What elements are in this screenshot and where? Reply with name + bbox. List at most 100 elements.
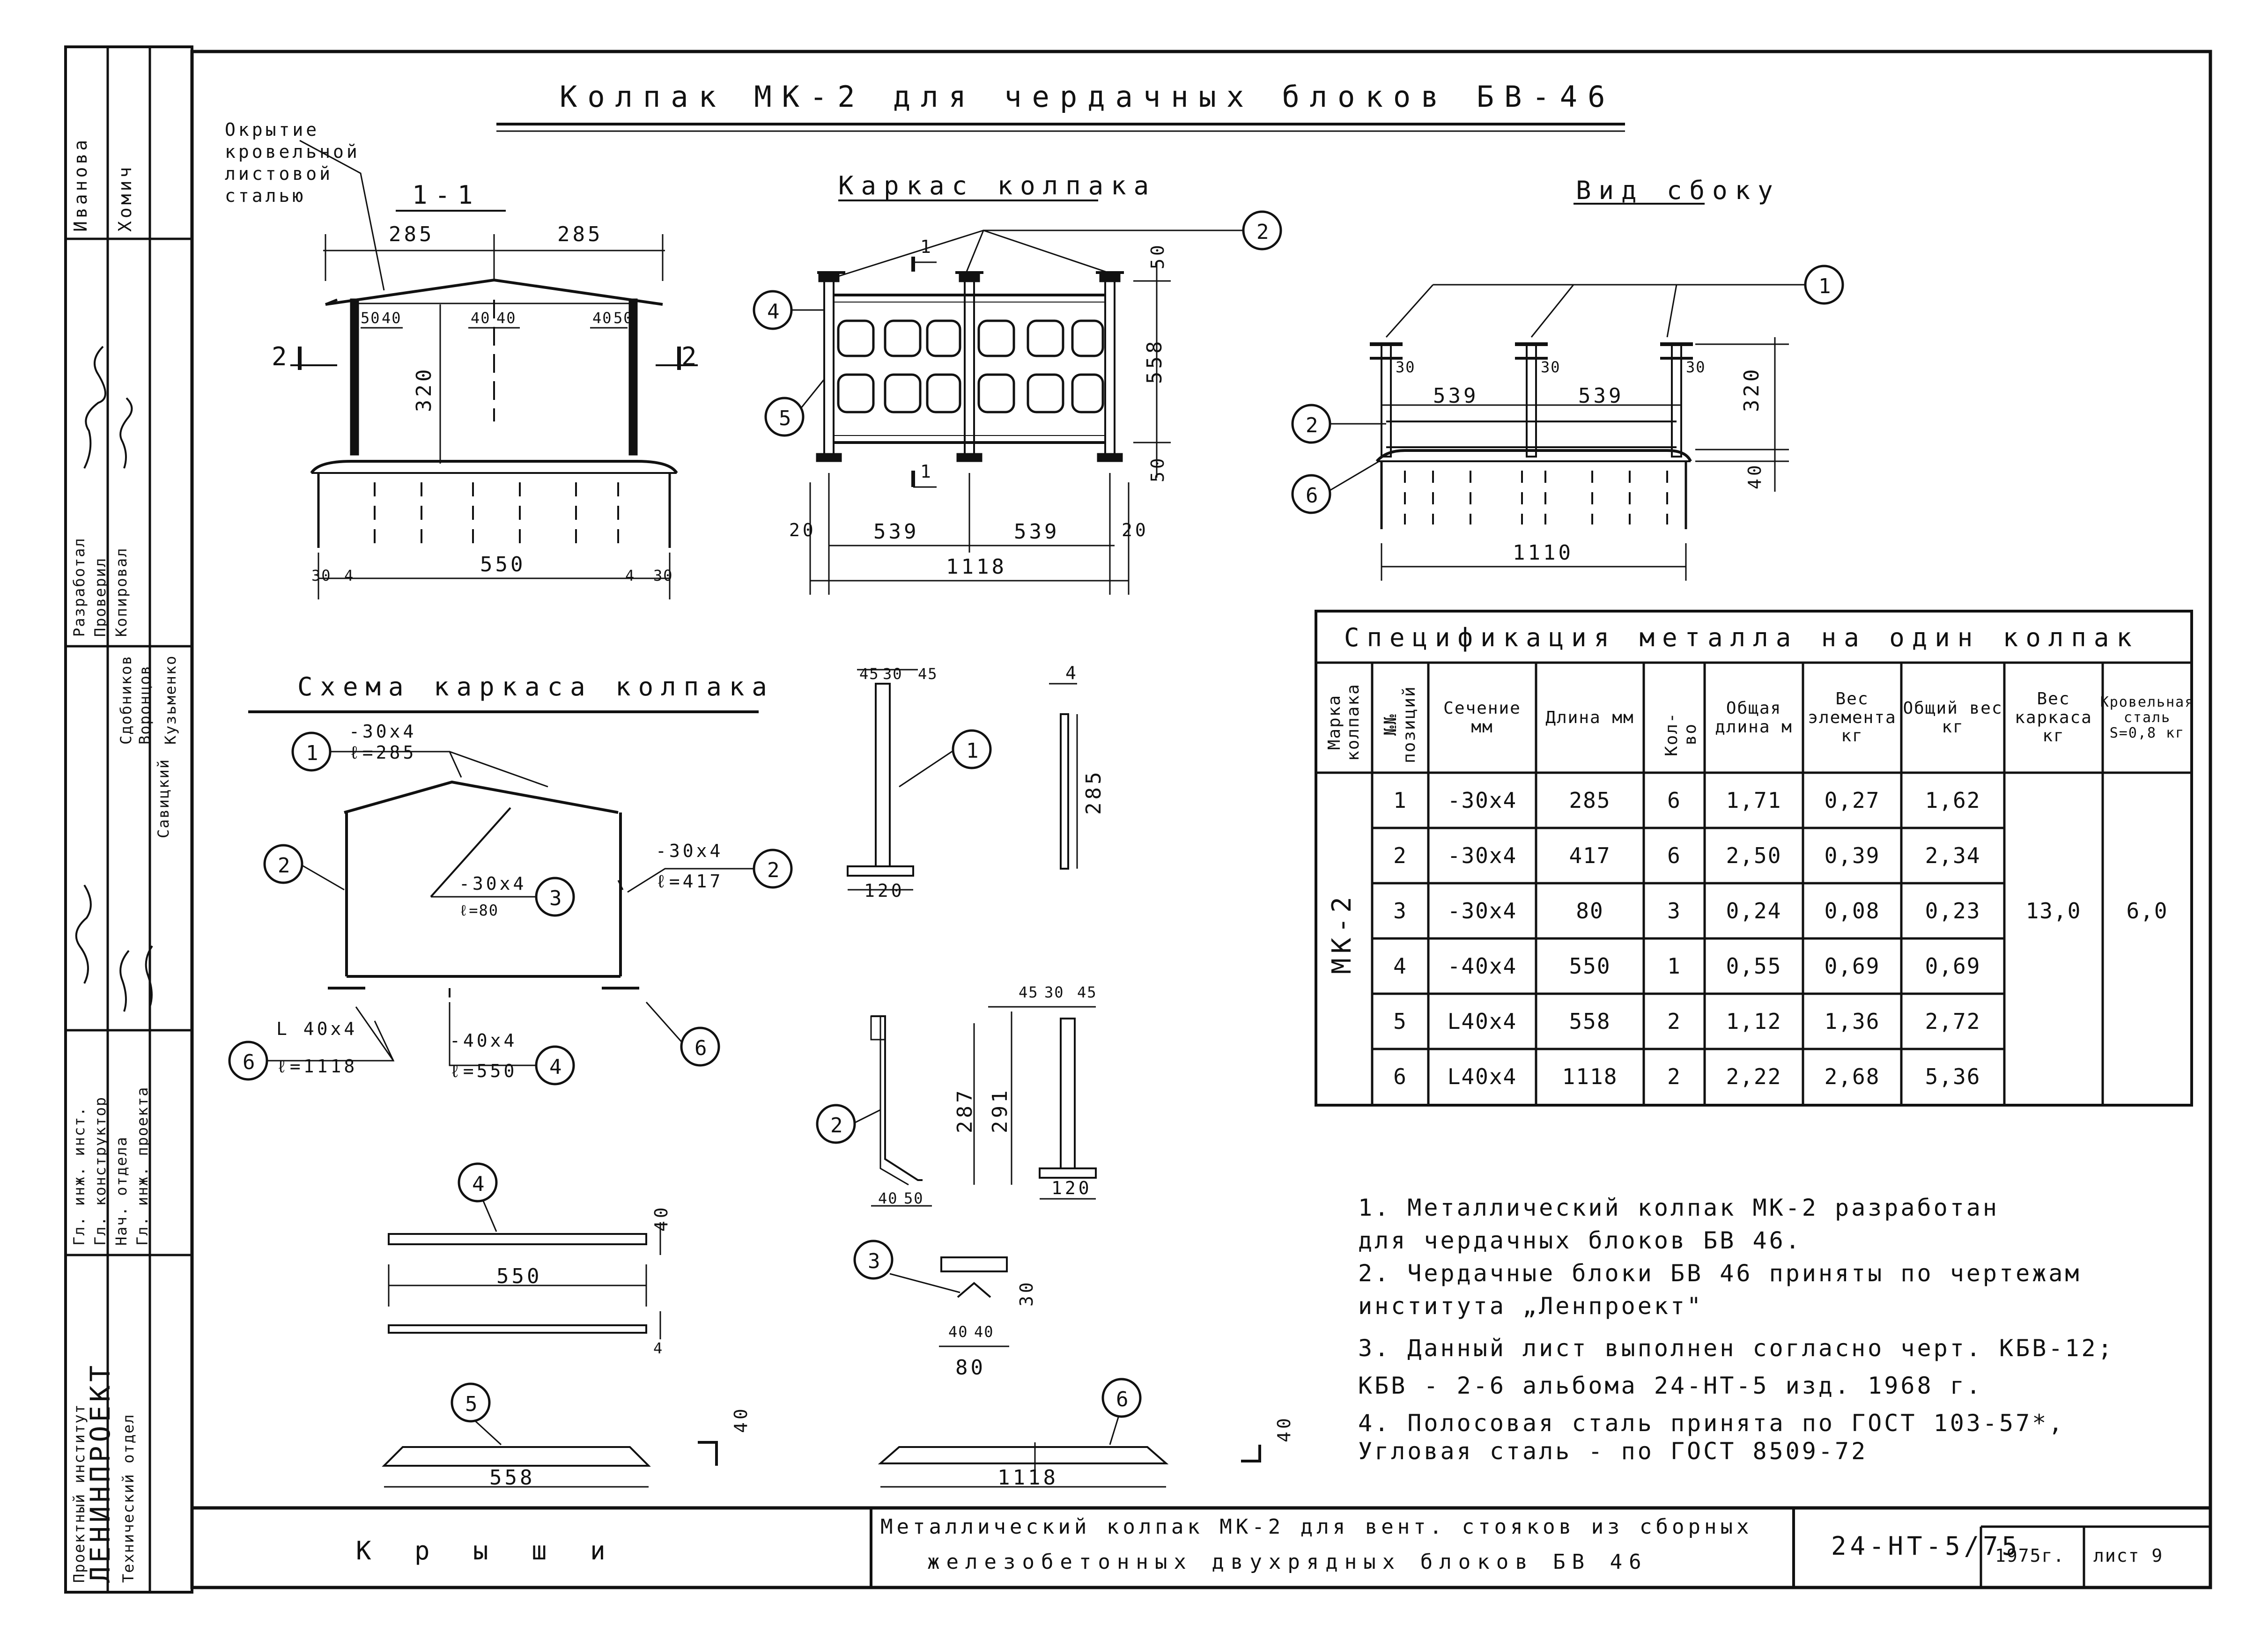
callout-3-detail	[853, 1240, 894, 1280]
note-line-3: 2. Чердачные блоки БВ 46 приняты по черт…	[1358, 1260, 2082, 1287]
dim-40-b: 40	[471, 309, 491, 327]
callout-2-scheme-left	[263, 844, 303, 884]
frame-dim-539-b: 539	[1014, 520, 1060, 544]
det-dim-45-c: 45	[1019, 983, 1039, 1001]
scheme-p2-length: ℓ=417	[656, 871, 724, 892]
det-dim-45-b: 45	[918, 665, 938, 683]
scheme-p2-section: -30x4	[656, 841, 724, 861]
dim-50-left: 50	[361, 309, 381, 327]
roof-note-2: кровельной	[225, 141, 360, 162]
spec-cell: 2,22	[1726, 1063, 1782, 1089]
frame-dim-20-b: 20	[1122, 520, 1149, 540]
dim-30-right: 30	[653, 567, 673, 584]
callout-2-scheme-left-label: 2	[278, 854, 293, 878]
spec-cell: 285	[1569, 787, 1611, 813]
roof-note-3: листовой	[225, 163, 333, 184]
spec-cell: 2,68	[1824, 1063, 1880, 1089]
dim-285-left: 285	[389, 222, 435, 246]
spec-cell: 5,36	[1925, 1063, 1981, 1089]
note-line-4: института „Ленпроект"	[1358, 1292, 1704, 1320]
spec-cell: 0,24	[1726, 898, 1782, 923]
det-dim-40-x: 40	[948, 1323, 968, 1341]
title-block-desc-2: железобетонных двухрядных блоков БВ 46	[927, 1550, 1648, 1574]
side-dim-30-b: 30	[1541, 358, 1561, 376]
det-dim-30-b: 30	[1044, 983, 1064, 1001]
spec-cell: 417	[1569, 842, 1611, 868]
side-dim-30-a: 30	[1396, 358, 1416, 376]
callout-4-detail-label: 4	[472, 1172, 488, 1196]
spec-cell: L40x4	[1447, 1008, 1517, 1034]
det-dim-550: 550	[496, 1264, 542, 1288]
spec-cell: 1,71	[1726, 787, 1782, 813]
spec-cell: L40x4	[1447, 1063, 1517, 1089]
spec-cell: 2,34	[1925, 842, 1981, 868]
frame-title: Каркас колпака	[838, 171, 1157, 200]
spec-cell: -40x4	[1447, 953, 1517, 979]
det-dim-120-b: 120	[1051, 1178, 1092, 1198]
spec-roof-steel: 6,0	[2126, 898, 2168, 923]
dim-50-right: 50	[613, 309, 634, 327]
spec-cell: 550	[1569, 953, 1611, 979]
spec-cell: 0,55	[1726, 953, 1782, 979]
callout-2-detail	[816, 1104, 856, 1144]
det-dim-45-d: 45	[1077, 983, 1097, 1001]
dim-4-right: 4	[625, 567, 635, 584]
dim-40-a: 40	[382, 309, 402, 327]
callout-4-scheme-label: 4	[549, 1055, 565, 1079]
scheme-p1-section: -30x4	[349, 721, 417, 742]
spec-header-frame-weight: Вес каркаса кг	[2015, 689, 2092, 746]
spec-cell: 1	[1393, 787, 1407, 813]
dim-40-c: 40	[496, 309, 517, 327]
spec-cell: 6	[1667, 842, 1681, 868]
side-dim-30-c: 30	[1686, 358, 1706, 376]
callout-6-scheme-right	[680, 1026, 720, 1067]
det-dim-40: 40	[878, 1189, 898, 1207]
cut-2-right: 2	[681, 342, 704, 371]
scheme-p6-section: L 40x4	[276, 1019, 358, 1039]
callout-2-frame-label: 2	[1256, 220, 1272, 244]
callout-1-detail	[952, 729, 992, 769]
callout-6-detail-label: 6	[1116, 1388, 1131, 1411]
det-dim-4-r: 4	[653, 1339, 664, 1357]
spec-cell: -30x4	[1447, 842, 1517, 868]
callout-4-frame-label: 4	[767, 300, 783, 324]
callout-3-detail-label: 3	[868, 1249, 883, 1273]
callout-2-scheme-right-label: 2	[767, 858, 783, 882]
section-1-1-title: 1-1	[412, 180, 480, 210]
spec-cell: 3	[1393, 898, 1407, 923]
title-block-code: 24-НТ-5/75	[1831, 1531, 2021, 1561]
cut-1-top: 1	[920, 236, 934, 257]
callout-2-scheme-right	[753, 849, 793, 889]
callout-4-frame	[753, 290, 793, 330]
spec-cell: 1,36	[1824, 1008, 1880, 1034]
note-line-1: 1. Металлический колпак МК-2 разработан	[1358, 1194, 1999, 1221]
title-block-year: 1975г.	[1995, 1545, 2065, 1566]
spec-cell: 4	[1393, 953, 1407, 979]
spec-header-section: Сечение мм	[1443, 698, 1521, 737]
callout-2-side	[1291, 404, 1331, 444]
note-line-6: КБВ - 2-6 альбома 24-НТ-5 изд. 1968 г.	[1358, 1372, 1983, 1399]
scheme-p4-section: -40x4	[450, 1030, 517, 1051]
spec-cell: 2,50	[1726, 842, 1782, 868]
dim-4-left: 4	[344, 567, 355, 584]
frame-dim-539-a: 539	[873, 520, 919, 544]
callout-5-frame-label: 5	[779, 406, 794, 430]
title-block-desc-1: Металлический колпак МК-2 для вент. стоя…	[880, 1515, 1753, 1539]
spec-frame-weight: 13,0	[2025, 898, 2082, 923]
callout-6-scheme-right-label: 6	[694, 1036, 710, 1060]
spec-cell: 6	[1393, 1063, 1407, 1089]
callout-6-side-label: 6	[1306, 484, 1321, 508]
callout-2-frame	[1242, 210, 1282, 251]
callout-1-side	[1804, 265, 1844, 305]
scheme-p3-section: -30x4	[459, 873, 527, 894]
spec-cell: 3	[1667, 898, 1681, 923]
dim-40-d: 40	[592, 309, 613, 327]
spec-cell: 2,72	[1925, 1008, 1981, 1034]
spec-cell: 1	[1667, 953, 1681, 979]
det-dim-45-a: 45	[859, 665, 879, 683]
callout-3-scheme-label: 3	[549, 886, 565, 910]
frame-dim-1118: 1118	[946, 555, 1007, 579]
callout-5-detail-label: 5	[465, 1392, 480, 1416]
scheme-title: Схема каркаса колпака	[297, 672, 775, 702]
